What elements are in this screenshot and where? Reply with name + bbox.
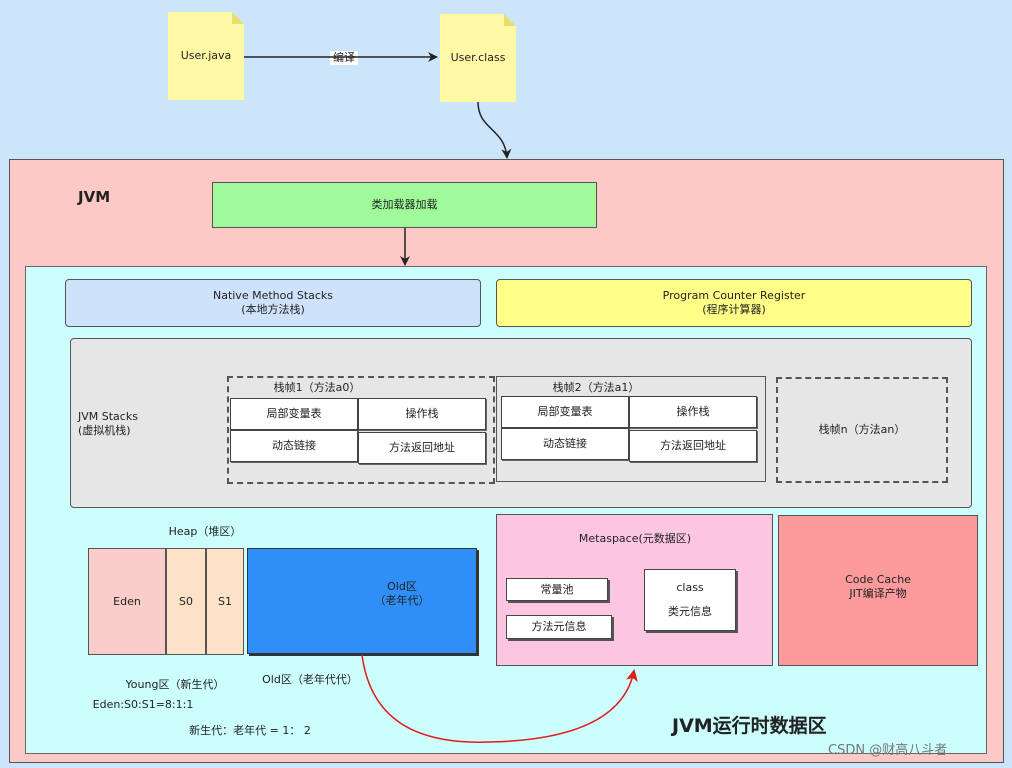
class-meta-box: class 类元信息 (644, 569, 736, 631)
frame2-return-address-label: 方法返回地址 (660, 439, 726, 452)
frame1-local-vars: 局部变量表 (230, 398, 358, 430)
watermark: CSDN @财高八斗者 (828, 743, 948, 758)
survivor-s1: S1 (206, 548, 244, 655)
jvm-stacks-subtitle: (虚拟机栈) (78, 424, 131, 437)
program-counter-title: Program Counter Register (662, 289, 806, 302)
jvm-stacks-label: JVM Stacks (虚拟机栈) (78, 410, 138, 438)
young-label: Young区（新生代） (125, 678, 225, 691)
frame1-dynamic-link: 动态链接 (230, 430, 358, 462)
stack-frame-1-title: 栈帧1（方法a0） (273, 381, 361, 394)
old-generation: Old区 （老年代） (247, 548, 477, 654)
frame1-local-vars-label: 局部变量表 (266, 407, 322, 420)
runtime-area-title: JVM运行时数据区 (672, 715, 827, 737)
user-class-label: User.class (450, 51, 506, 64)
native-method-stacks-subtitle: (本地方法栈) (241, 303, 305, 316)
old-gen-title: Old区 (387, 580, 417, 593)
s1-label: S1 (218, 594, 232, 608)
jvm-title: JVM (78, 188, 111, 206)
old-to-metaspace-arrow (361, 654, 638, 743)
frame1-operand-stack-label: 操作栈 (405, 407, 439, 420)
code-cache-subtitle: JIT编译产物 (849, 586, 907, 600)
user-java-label: User.java (180, 49, 232, 62)
frame2-local-vars: 局部变量表 (501, 396, 629, 428)
frame2-return-address: 方法返回地址 (629, 430, 757, 462)
frame1-return-address-label: 方法返回地址 (389, 441, 455, 454)
class-meta-label: 类元信息 (668, 605, 712, 618)
heap-title: Heap（堆区） (168, 525, 242, 538)
generation-ratio: 新生代：老年代 = 1： 2 (189, 724, 311, 737)
native-method-stacks-title: Native Method Stacks (212, 289, 334, 302)
stack-frame-2-title: 栈帧2（方法a1） (552, 381, 640, 394)
native-method-stacks: Native Method Stacks (本地方法栈) (65, 279, 481, 327)
program-counter-subtitle: (程序计算器) (702, 303, 766, 316)
frame1-return-address: 方法返回地址 (358, 432, 486, 464)
old-label: Old区（老年代代） (262, 673, 358, 686)
frame2-local-vars-label: 局部变量表 (537, 405, 593, 418)
frame1-dynamic-link-label: 动态链接 (272, 439, 316, 452)
constant-pool-label: 常量池 (540, 582, 574, 596)
frame2-dynamic-link: 动态链接 (501, 428, 629, 460)
eden-label: Eden (113, 594, 141, 608)
code-cache-title: Code Cache (845, 572, 911, 586)
old-gen-subtitle: （老年代） (374, 594, 430, 607)
eden-ratio: Eden:S0:S1=8:1:1 (92, 698, 194, 711)
class-to-jvm-arrow (477, 101, 512, 159)
classloader-box: 类加载器加载 (212, 182, 597, 228)
metaspace-title: Metaspace(元数据区) (578, 532, 692, 545)
frame2-operand-stack-label: 操作栈 (676, 405, 710, 418)
jvm-stacks-title: JVM Stacks (78, 410, 138, 423)
stack-frame-n-label: 栈帧n（方法an） (818, 423, 906, 436)
frame1-operand-stack: 操作栈 (358, 398, 486, 430)
stack-frame-1 (227, 376, 495, 484)
code-cache: Code Cache JIT编译产物 (778, 515, 978, 666)
method-meta-label: 方法元信息 (531, 620, 587, 633)
survivor-s0: S0 (166, 548, 206, 655)
stack-frame-2 (496, 376, 766, 482)
classloader-label: 类加载器加载 (371, 198, 438, 211)
frame2-operand-stack: 操作栈 (629, 396, 757, 428)
constant-pool: 常量池 (506, 578, 608, 601)
frame2-dynamic-link-label: 动态链接 (543, 437, 587, 450)
stack-frame-n: 栈帧n（方法an） (776, 377, 948, 483)
s0-label: S0 (179, 594, 193, 608)
method-meta: 方法元信息 (506, 615, 612, 639)
eden-space: Eden (88, 548, 166, 655)
program-counter-register: Program Counter Register (程序计算器) (496, 279, 972, 327)
class-meta-title: class (676, 581, 704, 594)
user-java-file: User.java (168, 12, 244, 100)
user-class-file: User.class (440, 14, 516, 102)
